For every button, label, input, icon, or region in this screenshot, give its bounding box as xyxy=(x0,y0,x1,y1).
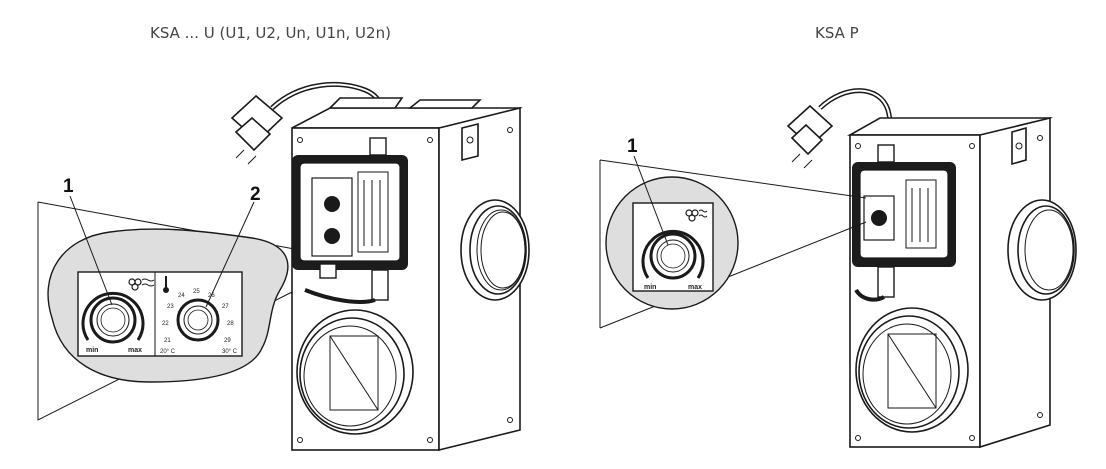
plug xyxy=(230,94,284,165)
box-knob-fan xyxy=(324,196,340,212)
temperature-dial[interactable] xyxy=(176,298,220,342)
temp-tick-label: 26 xyxy=(208,293,215,299)
fan-speed-icon xyxy=(685,209,708,222)
side-duct-collar xyxy=(460,199,530,301)
callout-2-left: 2 xyxy=(250,184,261,205)
fan-speed-icon xyxy=(128,278,155,291)
caption-ksa-u: KSA ... U (U1, U2, Un, U1n, U2n) xyxy=(150,24,391,42)
caption-ksa-p: KSA P xyxy=(815,24,859,42)
temp-tick-label: 23 xyxy=(167,304,174,310)
side-duct-collar xyxy=(1007,199,1077,301)
temp-tick-label: 27 xyxy=(222,304,229,310)
ksa-u-unit xyxy=(230,81,530,452)
temp-low-label: 20° C xyxy=(160,349,176,355)
temp-tick-label: 22 xyxy=(162,321,169,327)
zoom-callout-right: min max 1 xyxy=(599,136,867,329)
thermometer-icon xyxy=(163,276,169,293)
plug xyxy=(786,104,834,169)
front-duct-collar xyxy=(296,309,414,435)
ksa-p-unit xyxy=(786,88,1077,449)
temp-tick-label: 21 xyxy=(164,338,171,344)
fan-dial-min-label: min xyxy=(644,284,656,291)
fan-dial-min-label: min xyxy=(86,347,98,354)
housing-side xyxy=(979,116,1051,449)
temp-high-label: 30° C xyxy=(222,349,238,355)
front-duct-collar xyxy=(855,307,969,433)
fan-dial-max-label: max xyxy=(688,284,702,291)
temp-tick-label: 25 xyxy=(193,289,200,295)
fan-speed-dial[interactable] xyxy=(81,291,145,344)
box-knob-fan xyxy=(871,210,887,226)
temp-tick-label: 24 xyxy=(178,293,185,299)
fan-speed-dial[interactable] xyxy=(641,229,705,280)
fan-dial-max-label: max xyxy=(128,347,142,354)
callout-1-left: 1 xyxy=(63,176,74,197)
box-knob-temp xyxy=(324,228,340,244)
zoom-callout-left: min max 20° C 30° C 21 22 23 24 25 26 27… xyxy=(37,176,301,421)
temp-tick-label: 28 xyxy=(227,321,234,327)
callout-1-right: 1 xyxy=(627,136,638,157)
temp-tick-label: 29 xyxy=(224,338,231,344)
